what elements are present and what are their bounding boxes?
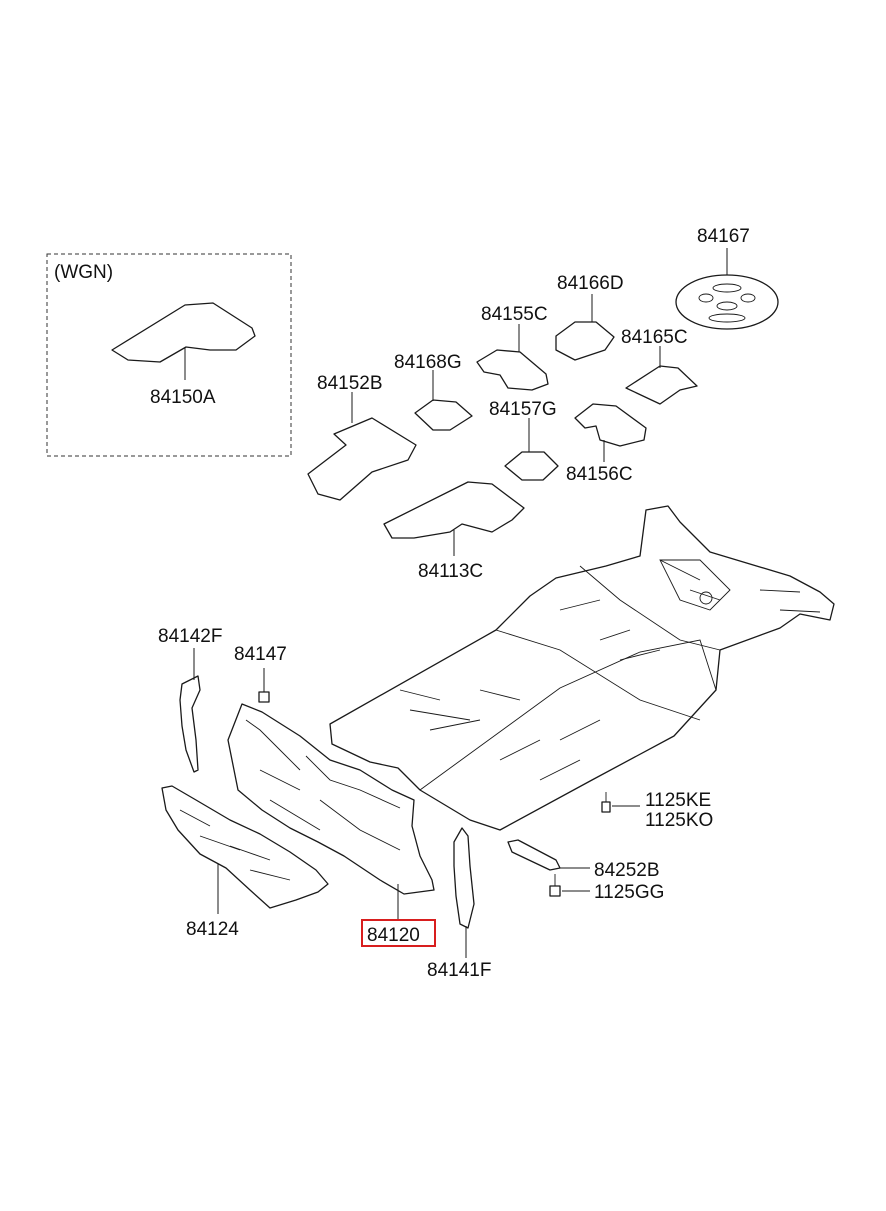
bracket-84141F[interactable] [453,827,475,929]
part-84147[interactable]: 84147 [234,644,287,703]
dash-panel-84120[interactable] [227,703,435,895]
part-84252B[interactable]: 84252B [507,839,660,881]
label-1125KE[interactable]: 1125KE [645,790,711,811]
part-84167[interactable]: 84167 [675,226,779,330]
label-84165C[interactable]: 84165C [621,327,688,348]
wgn-dashed-frame [46,253,292,457]
floor-panel-tunnel [419,639,717,791]
label-84141F[interactable]: 84141F [427,960,491,981]
pad-84167-hole [712,283,742,293]
part-1125GG[interactable]: 1125GG [549,874,664,903]
label-84113C[interactable]: 84113C [418,561,483,582]
part-84168G[interactable]: 84168G [394,352,473,431]
label-84147[interactable]: 84147 [234,644,287,665]
dash-panel-detail [245,719,401,851]
part-84156C[interactable]: 84156C [566,403,647,485]
part-84166D[interactable]: 84166D [555,273,624,361]
part-1125KE-1125KO[interactable]: 1125KE 1125KO [601,790,713,831]
insulator-detail [179,809,291,881]
clip-84147[interactable] [258,691,270,703]
pad-84167-hole [698,293,714,303]
bracket-84142F[interactable] [179,675,201,773]
part-84120[interactable]: 84120 [227,703,436,947]
label-1125KO[interactable]: 1125KO [645,810,713,831]
wgn-inset: (WGN) 84150A [46,253,292,457]
part-84141F[interactable]: 84141F [427,827,491,981]
part-84155C[interactable]: 84155C [476,304,549,391]
pad-84150A[interactable] [111,302,256,363]
part-84124[interactable]: 84124 [161,785,329,940]
floor-panel-rib [759,589,821,613]
pad-84165C[interactable] [625,365,698,405]
bolt-1125GG[interactable] [549,885,561,897]
label-84142F[interactable]: 84142F [158,626,222,647]
label-84167[interactable]: 84167 [697,226,750,247]
pad-84167-hole [716,301,738,311]
highlight-box-84120 [361,919,436,947]
part-84113C[interactable]: 84113C [383,481,525,582]
pad-84156C[interactable] [574,403,647,447]
pad-84167-hole [708,313,746,323]
floor-panel-rail [495,629,701,721]
label-84124[interactable]: 84124 [186,919,239,940]
pad-84157G[interactable] [504,451,559,481]
pad-84152B[interactable] [307,417,417,501]
strap-84252B[interactable] [507,839,561,871]
label-84157G[interactable]: 84157G [489,399,557,420]
bolt-1125KE[interactable] [601,801,611,813]
floor-panel-rib [559,559,721,661]
label-84155C[interactable]: 84155C [481,304,548,325]
floor-panel[interactable] [329,505,835,831]
label-84150A[interactable]: 84150A [150,387,216,408]
label-84156C[interactable]: 84156C [566,464,633,485]
wgn-label: (WGN) [54,262,113,283]
label-1125GG[interactable]: 1125GG [594,882,664,903]
floor-panel-rail [579,565,721,651]
part-84165C[interactable]: 84165C [621,327,698,405]
floor-panel-rib [399,689,601,781]
label-84252B[interactable]: 84252B [594,860,660,881]
pad-84167-hole [740,293,756,303]
label-84168G[interactable]: 84168G [394,352,462,373]
floor-panel-spare-well [659,559,731,611]
pad-84168G[interactable] [414,399,473,431]
floor-panel-body[interactable] [329,505,835,831]
label-84152B[interactable]: 84152B [317,373,383,394]
floor-panel-hole [699,591,713,605]
pad-84155C[interactable] [476,349,549,391]
part-84142F[interactable]: 84142F [158,626,222,773]
pad-84113C[interactable] [383,481,525,539]
label-84166D[interactable]: 84166D [557,273,624,294]
insulator-84124[interactable] [161,785,329,909]
part-84157G[interactable]: 84157G [489,399,559,481]
pad-84166D[interactable] [555,321,615,361]
part-84152B[interactable]: 84152B [307,373,417,501]
label-84120[interactable]: 84120 [367,925,420,946]
